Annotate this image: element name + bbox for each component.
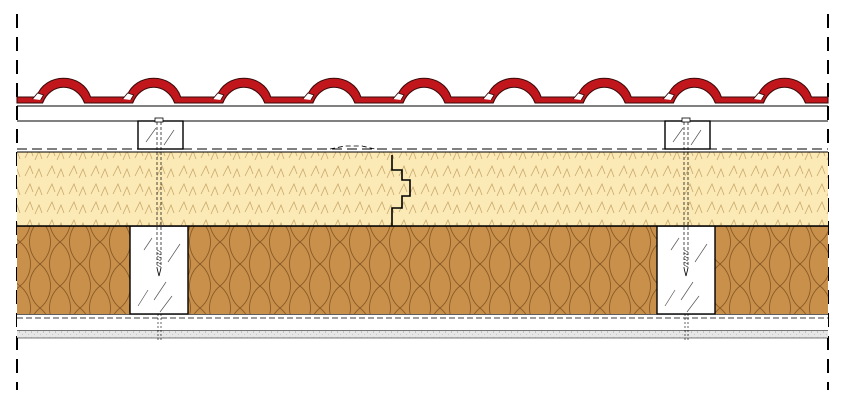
rafter [129,225,189,315]
batten [664,120,711,150]
layer-vapour-control [17,313,828,330]
battens [137,117,711,340]
screw-fixing [154,117,164,340]
rafters [129,225,716,315]
rafter [656,225,716,315]
tongue-groove-joint-icon [391,155,411,226]
layer-interior-lining [17,329,828,339]
layer-roof-tiles [16,77,829,104]
layer-soft-insulation-board [17,151,828,227]
batten [137,120,184,150]
tile-wave-icon [16,77,829,104]
screw-fixing [681,117,691,340]
layer-counter-batten-space [17,105,828,122]
